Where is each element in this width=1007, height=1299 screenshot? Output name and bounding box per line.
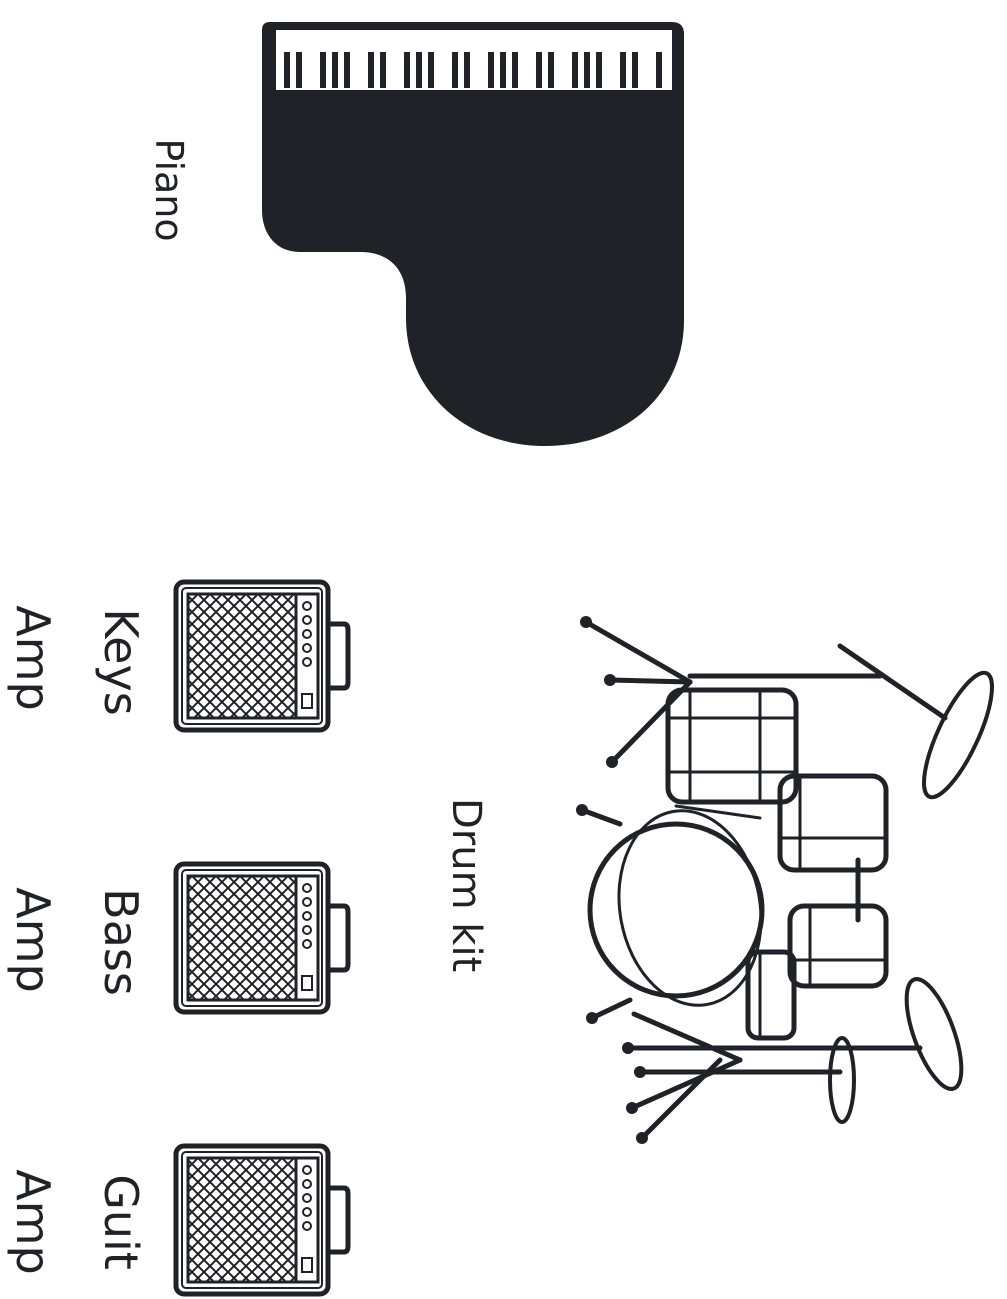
keys-amp-label-line2: Amp bbox=[8, 598, 56, 718]
bass-amp-label-line1: Bass bbox=[96, 882, 144, 1002]
bass-amp-icon bbox=[176, 864, 348, 1012]
guit-amp-icon bbox=[176, 1146, 348, 1294]
guit-amp-label-line1: Guit bbox=[96, 1162, 144, 1282]
bass-amp-label-line2: Amp bbox=[8, 880, 56, 1000]
keys-amp-label-line1: Keys bbox=[96, 602, 144, 722]
keys-amp-icon bbox=[176, 582, 348, 730]
drum-kit-label: Drum kit bbox=[442, 798, 486, 958]
guit-amp-label-line2: Amp bbox=[8, 1162, 56, 1282]
piano-label: Piano bbox=[148, 130, 188, 250]
